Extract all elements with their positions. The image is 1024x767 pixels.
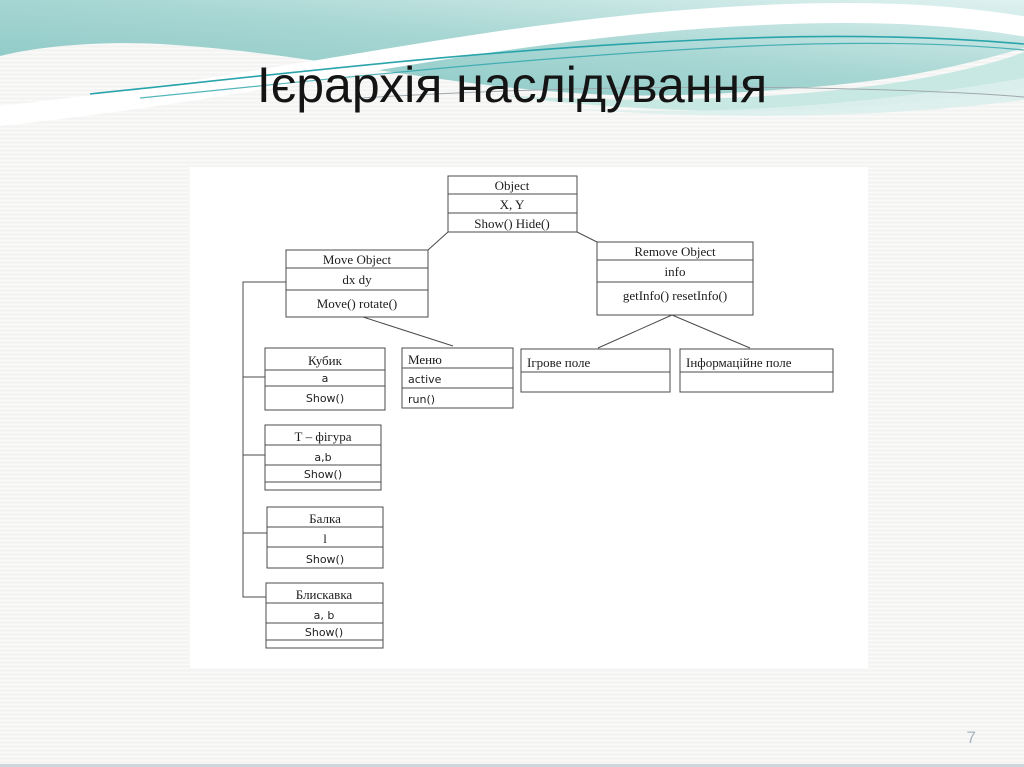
class-box-frame (596, 241, 754, 316)
class-methods: getInfo() resetInfo() (623, 288, 727, 303)
page-number: 7 (966, 728, 976, 747)
class-box-balka: Балка l Show() (266, 506, 384, 569)
class-box-move-object: Move Object dx dy Move() rotate() (285, 249, 429, 318)
white-swoosh (0, 3, 1024, 126)
inheritance-diagram: Object X, Y Show() Hide() Move Object dx… (242, 175, 834, 649)
class-title: Меню (408, 352, 442, 367)
line-removeobject-informpole (671, 314, 751, 349)
class-title: Move Object (323, 252, 392, 267)
class-methods: Show() (305, 626, 343, 639)
mint-wave (500, 52, 1024, 112)
class-attributes: X, Y (500, 197, 525, 212)
class-box-kubyk: Кубик a Show() (264, 347, 386, 411)
class-box-ihrove-pole: Ігрове поле (520, 348, 671, 393)
class-box-blyskavka: Блискавка a, b Show() (265, 582, 384, 649)
class-methods: Show() (306, 553, 344, 566)
class-box-frame (264, 347, 386, 411)
class-attributes: a, b (314, 609, 335, 622)
accent-line-1 (89, 35, 1024, 95)
class-title: Балка (309, 511, 341, 526)
accent-line-2 (139, 42, 1024, 99)
class-box-frame (266, 506, 384, 569)
class-methods: Show() (304, 468, 342, 481)
class-title: Т – фігура (294, 429, 351, 444)
class-attributes: a (322, 372, 329, 385)
line-removeobject-ihrovepole (597, 314, 673, 349)
line-object-removeobject (576, 231, 598, 243)
class-title: Блискавка (296, 587, 353, 602)
header-wave-decoration (0, 0, 1024, 126)
class-methods: Show() (306, 392, 344, 405)
class-title: Інформаційне поле (686, 355, 792, 370)
class-attributes: a,b (314, 451, 331, 464)
class-box-object: Object X, Y Show() Hide() (447, 175, 578, 233)
slide-title: Ієрархія наслідування (256, 57, 768, 113)
class-methods: Show() Hide() (474, 216, 549, 231)
bottom-edge-strip (0, 764, 1024, 767)
line-object-moveobject (427, 231, 449, 251)
class-methods: run() (408, 393, 435, 406)
class-title: Remove Object (634, 244, 716, 259)
line-moveobject-menu (362, 316, 454, 347)
class-box-frame (264, 424, 382, 491)
class-attributes: dx dy (342, 272, 372, 287)
spine-moveobject-children (242, 281, 286, 598)
class-methods: Move() rotate() (317, 296, 398, 311)
class-title: Object (495, 178, 530, 193)
class-box-frame (285, 249, 429, 318)
class-attributes: info (665, 264, 686, 279)
diagram-panel: Object X, Y Show() Hide() Move Object dx… (190, 167, 868, 668)
class-title: Ігрове поле (527, 355, 591, 370)
mint-wave-light (560, 78, 1024, 116)
class-box-remove-object: Remove Object info getInfo() resetInfo() (596, 241, 754, 316)
class-box-frame (679, 348, 834, 393)
class-attributes: l (323, 531, 327, 546)
class-box-frame (265, 582, 384, 649)
class-box-informatsiine-pole: Інформаційне поле (679, 348, 834, 393)
class-box-t-fihura: Т – фігура a,b Show() (264, 424, 382, 491)
inheritance-lines (242, 231, 751, 598)
class-title: Кубик (308, 353, 343, 368)
class-box-menu: Меню active run() (401, 347, 514, 409)
class-box-frame (401, 347, 514, 409)
class-attributes: active (408, 373, 442, 386)
class-box-frame (520, 348, 671, 393)
class-box-frame (447, 175, 578, 233)
gray-curve-line (359, 86, 1024, 99)
